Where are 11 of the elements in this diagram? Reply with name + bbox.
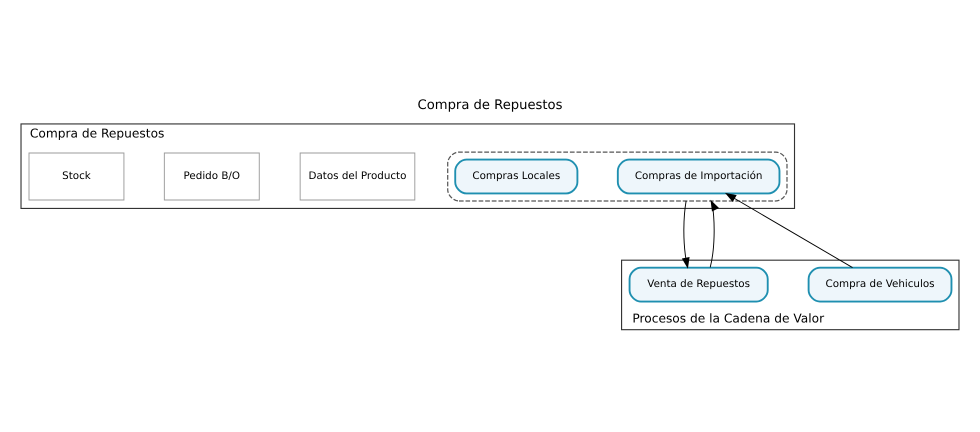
arrow xyxy=(724,192,853,268)
node-box: Stock xyxy=(28,152,124,200)
node-box: Venta de Repuestos xyxy=(628,266,769,302)
node-box: Pedido B/O xyxy=(164,152,260,200)
node-box: Compras Locales xyxy=(454,158,578,194)
node-box: Compra de Vehiculos xyxy=(808,266,952,302)
node-box: Compras de Importación xyxy=(616,158,780,194)
node-box: Datos del Producto xyxy=(300,152,416,200)
arrow xyxy=(710,200,720,268)
diagram-title: Compra de Repuestos xyxy=(418,98,562,114)
arrow xyxy=(682,200,690,269)
